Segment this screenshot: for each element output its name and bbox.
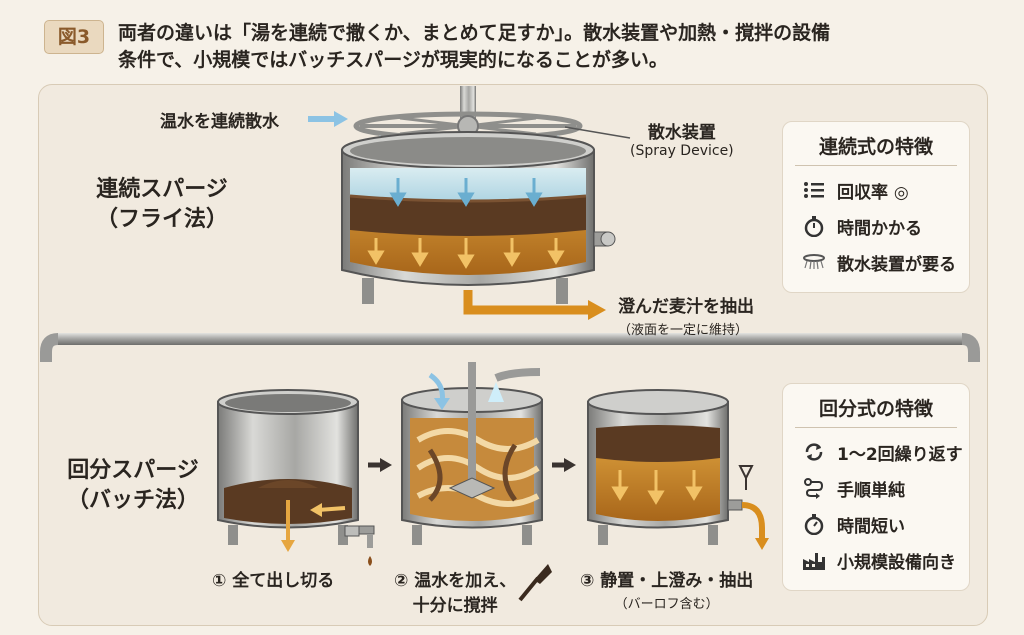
figure-badge: 図3 bbox=[44, 20, 104, 54]
list-icon bbox=[801, 177, 827, 203]
continuous-vessel bbox=[308, 86, 631, 320]
batch-tank-2 bbox=[401, 362, 552, 602]
header: 図3 両者の違いは「湯を連続で撒くか、まとめて足すか」。散水装置や加熱・撹拌の設… bbox=[14, 10, 1014, 72]
stopwatch-icon bbox=[801, 511, 827, 537]
feature-text: 時間短い bbox=[837, 516, 905, 537]
batch-title-line2: （バッチ法） bbox=[66, 488, 199, 513]
sprinkler-icon bbox=[801, 249, 827, 275]
stopwatch-icon bbox=[801, 213, 827, 239]
continuous-title-line2: （フライ法） bbox=[95, 207, 228, 232]
step-1-label: ① 全て出し切る bbox=[212, 571, 335, 591]
flow-icon bbox=[801, 475, 827, 501]
feature-row: 散水装置が要る bbox=[783, 244, 969, 280]
step-3-sub: （バーロフ含む） bbox=[614, 597, 719, 612]
feature-row: 手順単純 bbox=[783, 470, 969, 506]
feature-text: 回収率 ◎ bbox=[837, 182, 909, 203]
batch-tank-3 bbox=[587, 389, 769, 550]
continuous-title: 連続スパージ （フライ法） bbox=[72, 175, 252, 235]
feature-row: 小規模設備向き bbox=[783, 542, 969, 578]
spray-device-label: 散水装置 (Spray Device) bbox=[630, 118, 734, 159]
repeat-icon bbox=[801, 439, 827, 465]
outflow-label-sub: （液面を一定に維持） bbox=[618, 323, 749, 338]
continuous-features-title: 連続式の特徴 bbox=[795, 132, 957, 166]
step-3-line1: ③ 静置・上澄み・抽出 bbox=[580, 571, 754, 591]
factory-icon bbox=[801, 547, 827, 573]
caption-line-2: 条件で、小規模ではバッチスパージが現実的になることが多い。 bbox=[118, 49, 668, 71]
outflow-label-main: 澄んだ麦汁を抽出 bbox=[618, 297, 754, 317]
continuous-title-line1: 連続スパージ bbox=[96, 177, 228, 202]
hot-water-label: 温水を連続散水 bbox=[160, 112, 279, 132]
batch-features-box: 回分式の特徴 1～2回繰り返す 手順単純 時間短い 小規模設備向き bbox=[782, 383, 970, 591]
feature-text: 小規模設備向き bbox=[837, 552, 956, 573]
step-2-line1: ② 温水を加え、 bbox=[394, 571, 517, 591]
feature-row: 時間短い bbox=[783, 506, 969, 542]
feature-text: 手順単純 bbox=[837, 480, 905, 501]
figure-caption: 両者の違いは「湯を連続で撒くか、まとめて足すか」。散水装置や加熱・撹拌の設備 条… bbox=[118, 20, 1018, 74]
step-2-label: ② 温水を加え、 十分に撹拌 bbox=[394, 566, 516, 616]
batch-title: 回分スパージ （バッチ法） bbox=[58, 456, 208, 516]
spray-device-label-ja: 散水装置 bbox=[647, 123, 716, 143]
batch-tank-1 bbox=[217, 389, 375, 566]
step-3-label: ③ 静置・上澄み・抽出 （バーロフ含む） bbox=[580, 566, 753, 612]
feature-row: 時間かかる bbox=[783, 208, 969, 244]
feature-text: 散水装置が要る bbox=[837, 254, 956, 275]
feature-row: 回収率 ◎ bbox=[783, 172, 969, 208]
spray-device-label-en: (Spray Device) bbox=[630, 143, 734, 159]
feature-text: 1～2回繰り返す bbox=[837, 444, 963, 465]
batch-features-title: 回分式の特徴 bbox=[795, 394, 957, 428]
step-2-line2: 十分に撹拌 bbox=[412, 596, 498, 616]
batch-title-line1: 回分スパージ bbox=[67, 458, 199, 483]
divider-pipe bbox=[40, 333, 980, 362]
feature-text: 時間かかる bbox=[837, 218, 922, 239]
caption-line-1: 両者の違いは「湯を連続で撒くか、まとめて足すか」。散水装置や加熱・撹拌の設備 bbox=[118, 22, 831, 44]
outflow-label: 澄んだ麦汁を抽出 （液面を一定に維持） bbox=[618, 292, 754, 338]
feature-row: 1～2回繰り返す bbox=[783, 434, 969, 470]
continuous-features-box: 連続式の特徴 回収率 ◎ 時間かかる 散水装置が要る bbox=[782, 121, 970, 293]
